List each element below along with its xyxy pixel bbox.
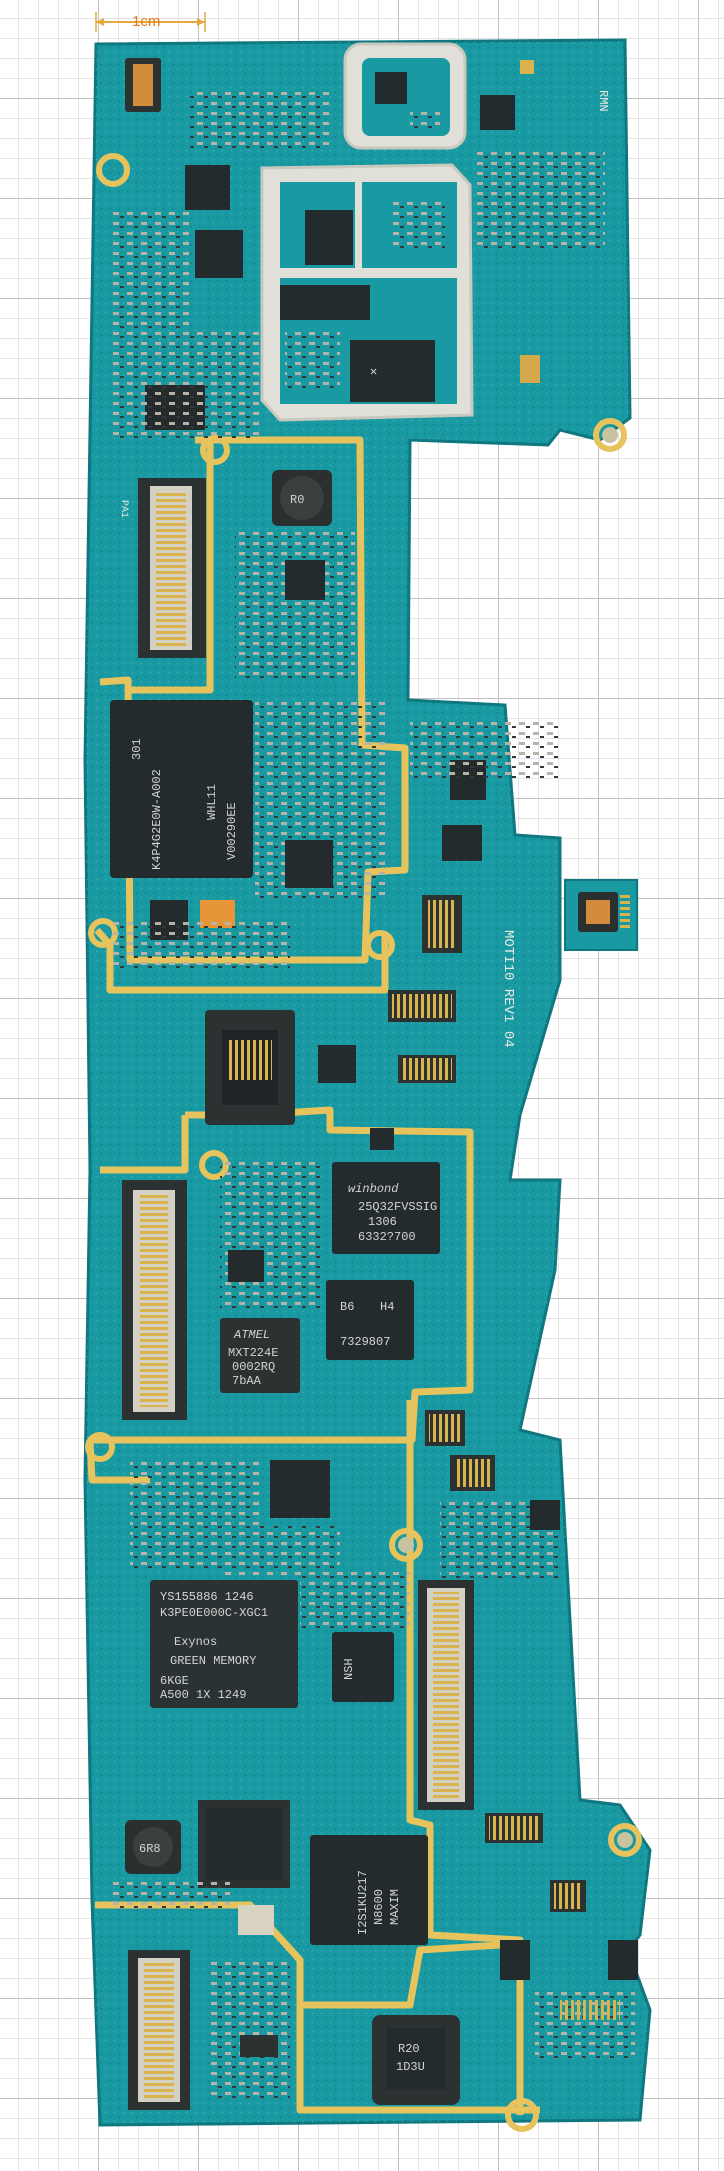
svg-text:1D3U: 1D3U: [396, 2060, 425, 2074]
svg-text:7329807: 7329807: [340, 1335, 390, 1349]
svg-text:301: 301: [130, 738, 144, 760]
mount-hole: [602, 427, 618, 443]
exynos-processor: YS155886 1246 K3PE0E000C-XGC1 Exynos GRE…: [150, 1580, 298, 1708]
sim-card-socket: [205, 1010, 295, 1125]
svg-text:Exynos: Exynos: [174, 1635, 217, 1649]
sdram-chip: 301 K4P4G2E0W-A002 WHL11 V00290EE: [110, 700, 253, 878]
side-tab-connector: [564, 879, 638, 951]
mount-hole: [617, 1832, 633, 1848]
atmel-touch-controller: ATMEL MXT224E 0002RQ 7bAA: [220, 1318, 300, 1393]
ic-chip: [285, 560, 325, 600]
svg-text:ATMEL: ATMEL: [233, 1328, 270, 1342]
component-cluster: [300, 1570, 410, 1630]
component-cluster: [110, 330, 260, 440]
component-cluster: [190, 90, 330, 150]
rf-shield-large: ✕: [260, 163, 474, 422]
pmic-chip: MAXIM N8600 I2S1KU217: [310, 1835, 428, 1945]
svg-text:I2S1KU217: I2S1KU217: [356, 1870, 370, 1935]
ic-chip-mid: B6 H4 7329807: [326, 1280, 414, 1360]
qfn-chip: [198, 1800, 290, 1888]
svg-text:GREEN MEMORY: GREEN MEMORY: [170, 1654, 256, 1668]
svg-text:R0: R0: [290, 493, 304, 507]
inductor-r0: R0: [272, 470, 332, 526]
svg-text:6KGE: 6KGE: [160, 1674, 189, 1688]
svg-text:YS155886 1246: YS155886 1246: [160, 1590, 254, 1604]
ic-chip: [185, 165, 230, 210]
svg-text:WHL11: WHL11: [205, 784, 219, 820]
ic-chip: [370, 1128, 394, 1150]
svg-text:MXT224E: MXT224E: [228, 1346, 278, 1360]
svg-text:1306: 1306: [368, 1215, 397, 1229]
svg-text:6332?700: 6332?700: [358, 1230, 416, 1244]
svg-text:K4P4G2E0W-A002: K4P4G2E0W-A002: [150, 769, 164, 870]
svg-text:winbond: winbond: [348, 1182, 399, 1196]
ic-chip: [608, 1940, 638, 1980]
fpc-connector-3: [418, 1580, 474, 1810]
ic-chip: [480, 95, 515, 130]
gold-pad-row: [560, 2000, 620, 2020]
board-label: MOTI10 REV1 04: [500, 930, 516, 1048]
side-label: RMN: [596, 90, 610, 112]
ic-chip: [442, 825, 482, 861]
svg-text:6R8: 6R8: [139, 1842, 161, 1856]
component-cluster: [110, 210, 190, 330]
mount-hole: [398, 1537, 414, 1553]
rf-shield-small: [343, 42, 467, 150]
fpc-connector-1: PA1: [118, 478, 206, 658]
ic-chip: [500, 1940, 530, 1980]
top-fpc-connector: [125, 58, 161, 112]
scale-label: 1cm: [132, 13, 160, 30]
winbond-flash-chip: winbond 25Q32FVSSIG 1306 6332?700: [332, 1162, 440, 1254]
svg-text:V00290EE: V00290EE: [225, 802, 239, 860]
ic-chip: [195, 230, 243, 278]
fpc-connector-2: [122, 1180, 187, 1420]
component-cluster: [110, 920, 290, 970]
component-cluster: [220, 1160, 320, 1310]
ic-chip: [530, 1500, 560, 1530]
svg-text:N8600: N8600: [372, 1889, 386, 1925]
component-cluster: [110, 1880, 230, 1910]
camera-module-chip: R20 1D3U: [372, 2015, 460, 2105]
ic-chip: [228, 1250, 264, 1282]
ic-chip: [270, 1460, 330, 1518]
svg-text:MAXIM: MAXIM: [388, 1889, 402, 1925]
inductor-6r8: 6R8: [125, 1820, 181, 1874]
scale-bar: 1cm: [95, 12, 206, 32]
svg-text:NSH: NSH: [342, 1658, 356, 1680]
capacitor: [238, 1905, 274, 1935]
ic-chip: [240, 2035, 278, 2057]
component-cluster: [210, 1960, 290, 2100]
gold-mount-holes: [85, 153, 642, 2132]
svg-text:0002RQ: 0002RQ: [232, 1360, 275, 1374]
svg-text:25Q32FVSSIG: 25Q32FVSSIG: [358, 1200, 437, 1214]
ic-chip: [318, 1045, 356, 1083]
component-cluster: [220, 1525, 340, 1575]
svg-text:K3PE0E000C-XGC1: K3PE0E000C-XGC1: [160, 1606, 268, 1620]
svg-text:✕: ✕: [370, 365, 377, 379]
nsh-chip: NSH: [332, 1632, 394, 1702]
connector-label: PA1: [118, 500, 129, 518]
svg-text:7bAA: 7bAA: [232, 1374, 262, 1388]
svg-text:B6: B6: [340, 1300, 354, 1314]
component-cluster: [235, 530, 355, 680]
component-cluster: [475, 150, 605, 250]
ic-chip: [285, 840, 333, 888]
fpc-connector-4: [128, 1950, 190, 2110]
ic-chip: [520, 355, 540, 383]
svg-text:A500 1X 1249: A500 1X 1249: [160, 1688, 246, 1702]
component-cluster: [410, 720, 560, 780]
svg-text:H4: H4: [380, 1300, 394, 1314]
svg-text:R20: R20: [398, 2042, 420, 2056]
